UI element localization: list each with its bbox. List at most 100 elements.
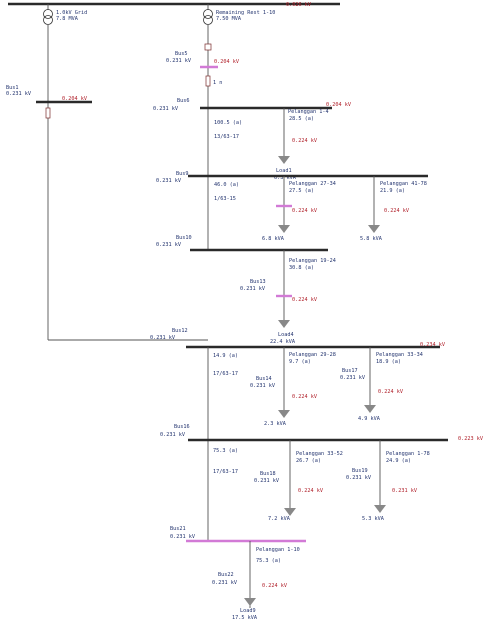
feeder-3-current: 27.5 (a) [289,188,314,194]
load5-symbol[interactable] [278,410,290,418]
load2-rating: 6.8 kVA [262,236,285,242]
cable5-current: 75.3 (a) [213,448,238,454]
drop-load1: 0.224 kV [292,138,317,144]
feeder-7-name: Pelanggan 33-34 [376,352,423,358]
drop-load4: 0.224 kV [292,297,317,303]
cable1-current: 100.5 (a) [214,120,242,126]
source-2-name: Remaining Rest 1-10 [216,10,275,16]
load1-rating: 6.3 kVA [274,175,297,181]
bus12-voltage: 0.231 kV [150,335,175,341]
drop-load5: 0.224 kV [292,394,317,400]
feeder-7-current: 18.9 (a) [376,359,401,365]
load8-symbol[interactable] [374,505,386,513]
bus6-name: Bus6 [177,98,190,104]
bus5-name: Bus5 [175,51,188,57]
drop-load8: 0.231 kV [392,488,417,494]
drop-load2: 0.224 kV [292,208,317,214]
bus18-name: Bus18 [260,471,276,477]
grid-transformer-1[interactable] [43,4,53,25]
bus22-name: Bus22 [218,572,234,578]
feeder-8-current: 26.7 (a) [296,458,321,464]
bus18-voltage: 0.231 kV [254,478,279,484]
load4-name: Load4 [278,332,294,338]
load8-rating: 5.3 kVA [362,516,385,522]
load3-rating: 5.8 kVA [360,236,383,242]
load6-symbol[interactable] [364,405,376,413]
bus17-voltage: 0.231 kV [340,375,365,381]
drop-load6: 0.224 kV [378,389,403,395]
cable3-size: 1/63-15 [214,196,236,202]
cable4-size: 17/63-17 [213,371,238,377]
load1-symbol[interactable] [278,156,290,164]
drop-bus12: 0.234 kV [420,342,445,348]
bus14-voltage: 0.231 kV [250,383,275,389]
feeder-5-name: Pelanggan 19-24 [289,258,336,264]
bus10-voltage: 0.231 kV [156,242,181,248]
feeder-3-name: Pelanggan 27-34 [289,181,336,187]
bus14-name: Bus14 [256,376,272,382]
grid-transformer-2[interactable] [203,4,213,25]
feeder-1-name: Pelanggan 1-4 [288,109,329,115]
cable3-current: 46.0 (a) [214,182,239,188]
bus13-voltage: 0.231 kV [240,286,265,292]
bus16-voltage: 0.231 kV [160,432,185,438]
feeder-10-name: Pelanggan 1-10 [256,547,300,553]
bus1-voltage: 0.231 kV [6,91,31,97]
bus1-name: Bus1 [6,85,19,91]
bus21-voltage: 0.231 kV [170,534,195,540]
feeder-6-current: 9.7 (a) [289,359,311,365]
bus17-name: Bus17 [342,368,358,374]
source-2-rating: 7.50 MVA [216,16,242,22]
bus6-voltage: 0.231 kV [153,106,178,112]
load9-rating: 17.5 kVA [232,615,258,621]
drop-load9: 0.224 kV [262,583,287,589]
load5-rating: 2.3 kVA [264,421,287,427]
load9-symbol[interactable] [244,598,256,606]
source-1-name: 1.0kV Grid [56,10,87,16]
bus9-voltage: 0.231 kV [156,178,181,184]
feeder-9-name: Pelanggan 1-78 [386,451,430,457]
feeder-9-current: 24.9 (a) [386,458,411,464]
bus22-voltage: 0.231 kV [212,580,237,586]
load4-symbol[interactable] [278,320,290,328]
bus16-name: Bus16 [174,424,190,430]
bus21-name: Bus21 [170,526,186,532]
drop-bus1: 0.204 kV [62,96,87,102]
drop-0: 0.026 kV [286,2,311,8]
load6-rating: 4.9 kVA [358,416,381,422]
bus10-name: Bus10 [176,235,192,241]
source-1-rating: 7.8 MVA [56,16,79,22]
bus9-name: Bus9 [176,171,189,177]
bus13-name: Bus13 [250,279,266,285]
load4-rating: 22.4 kVA [270,339,296,345]
cable5-size: 17/63-17 [213,469,238,475]
feeder-6-name: Pelanggan 29-28 [289,352,336,358]
feeder-5-current: 30.8 (a) [289,265,314,271]
feeder-1-current: 28.5 (a) [289,116,314,122]
load1-name: Load1 [276,168,292,174]
bus5-voltage: 0.231 kV [166,58,191,64]
bus19-voltage: 0.231 kV [346,475,371,481]
drop-load7: 0.224 kV [298,488,323,494]
load7-symbol[interactable] [284,508,296,516]
drop-bus5: 0.204 kV [214,59,239,65]
feeder-4-name: Pelanggan 41-78 [380,181,427,187]
drop-bus16: 0.223 kV [458,436,483,442]
cable-marker [45,107,51,119]
load2-symbol[interactable] [278,225,290,233]
load7-rating: 7.2 kVA [268,516,291,522]
load9-name: Load9 [240,608,256,614]
drop-bus6: 0.204 kV [326,102,351,108]
feeder-10-current: 75.3 (a) [256,558,281,564]
cable4-current: 14.9 (a) [213,353,238,359]
feeder-8-name: Pelanggan 33-52 [296,451,343,457]
cable2-size: 13/63-17 [214,134,239,140]
bus19-name: Bus19 [352,468,368,474]
cable1-size: 1 n [213,80,222,86]
cable-marker-2 [205,75,211,87]
load3-symbol[interactable] [368,225,380,233]
breaker-box[interactable] [204,43,212,51]
drop-load3: 0.224 kV [384,208,409,214]
feeder-4-current: 21.9 (a) [380,188,405,194]
